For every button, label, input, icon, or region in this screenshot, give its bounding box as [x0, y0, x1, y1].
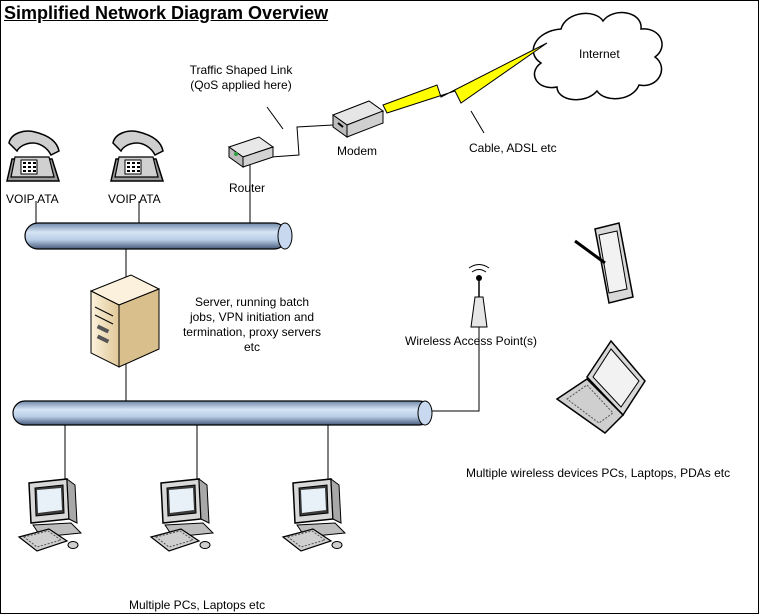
modem-label: Modem	[337, 144, 378, 158]
router-label: Router	[229, 181, 266, 195]
traffic-link-line-1: Traffic Shaped Link	[189, 63, 293, 77]
voip-phone-icon-1	[6, 130, 60, 182]
pc-icon-3	[282, 478, 346, 552]
voip-ata-label-1: VOIP ATA	[6, 192, 59, 206]
pda-icon	[574, 222, 634, 304]
traffic-link-line-2: (QoS applied here)	[190, 78, 292, 92]
lightning-link-icon	[382, 42, 548, 114]
server-icon	[89, 274, 161, 368]
bus-to-wap-line	[431, 327, 480, 412]
pc-icon-1	[18, 478, 82, 552]
wireless-access-point-icon	[468, 264, 490, 328]
router-to-modem-line	[270, 124, 334, 158]
server-line-3: termination, proxy servers	[182, 325, 322, 339]
connection-lines	[35, 106, 485, 479]
bottom-network-bus	[12, 400, 433, 426]
pcs-label: Multiple PCs, Laptops etc	[129, 598, 266, 612]
laptop-icon	[555, 339, 646, 434]
server-description-label: Server, running batch jobs, VPN initiati…	[179, 295, 325, 355]
internet-cloud-icon	[532, 11, 663, 101]
pc-icon-2	[150, 478, 214, 552]
voip-ata-label-2: VOIP ATA	[108, 192, 161, 206]
modem-icon	[331, 100, 385, 138]
server-line-2: jobs, VPN initiation and	[189, 310, 315, 324]
cable-adsl-label: Cable, ADSL etc	[469, 141, 557, 155]
wireless-access-point-label: Wireless Access Point(s)	[405, 334, 538, 348]
cable-pointer-line	[470, 110, 485, 134]
wireless-devices-label: Multiple wireless devices PCs, Laptops, …	[466, 466, 731, 480]
router-icon	[227, 136, 275, 168]
server-line-1: Server, running batch	[194, 295, 310, 309]
qos-pointer-line	[266, 106, 284, 130]
internet-label: Internet	[579, 47, 620, 61]
top-network-bus	[24, 222, 293, 250]
server-line-4: etc	[243, 340, 260, 354]
diagram-title: Simplified Network Diagram Overview	[4, 3, 329, 23]
traffic-shaped-link-label: Traffic Shaped Link (QoS applied here)	[181, 63, 301, 93]
voip-phone-icon-2	[110, 130, 164, 182]
